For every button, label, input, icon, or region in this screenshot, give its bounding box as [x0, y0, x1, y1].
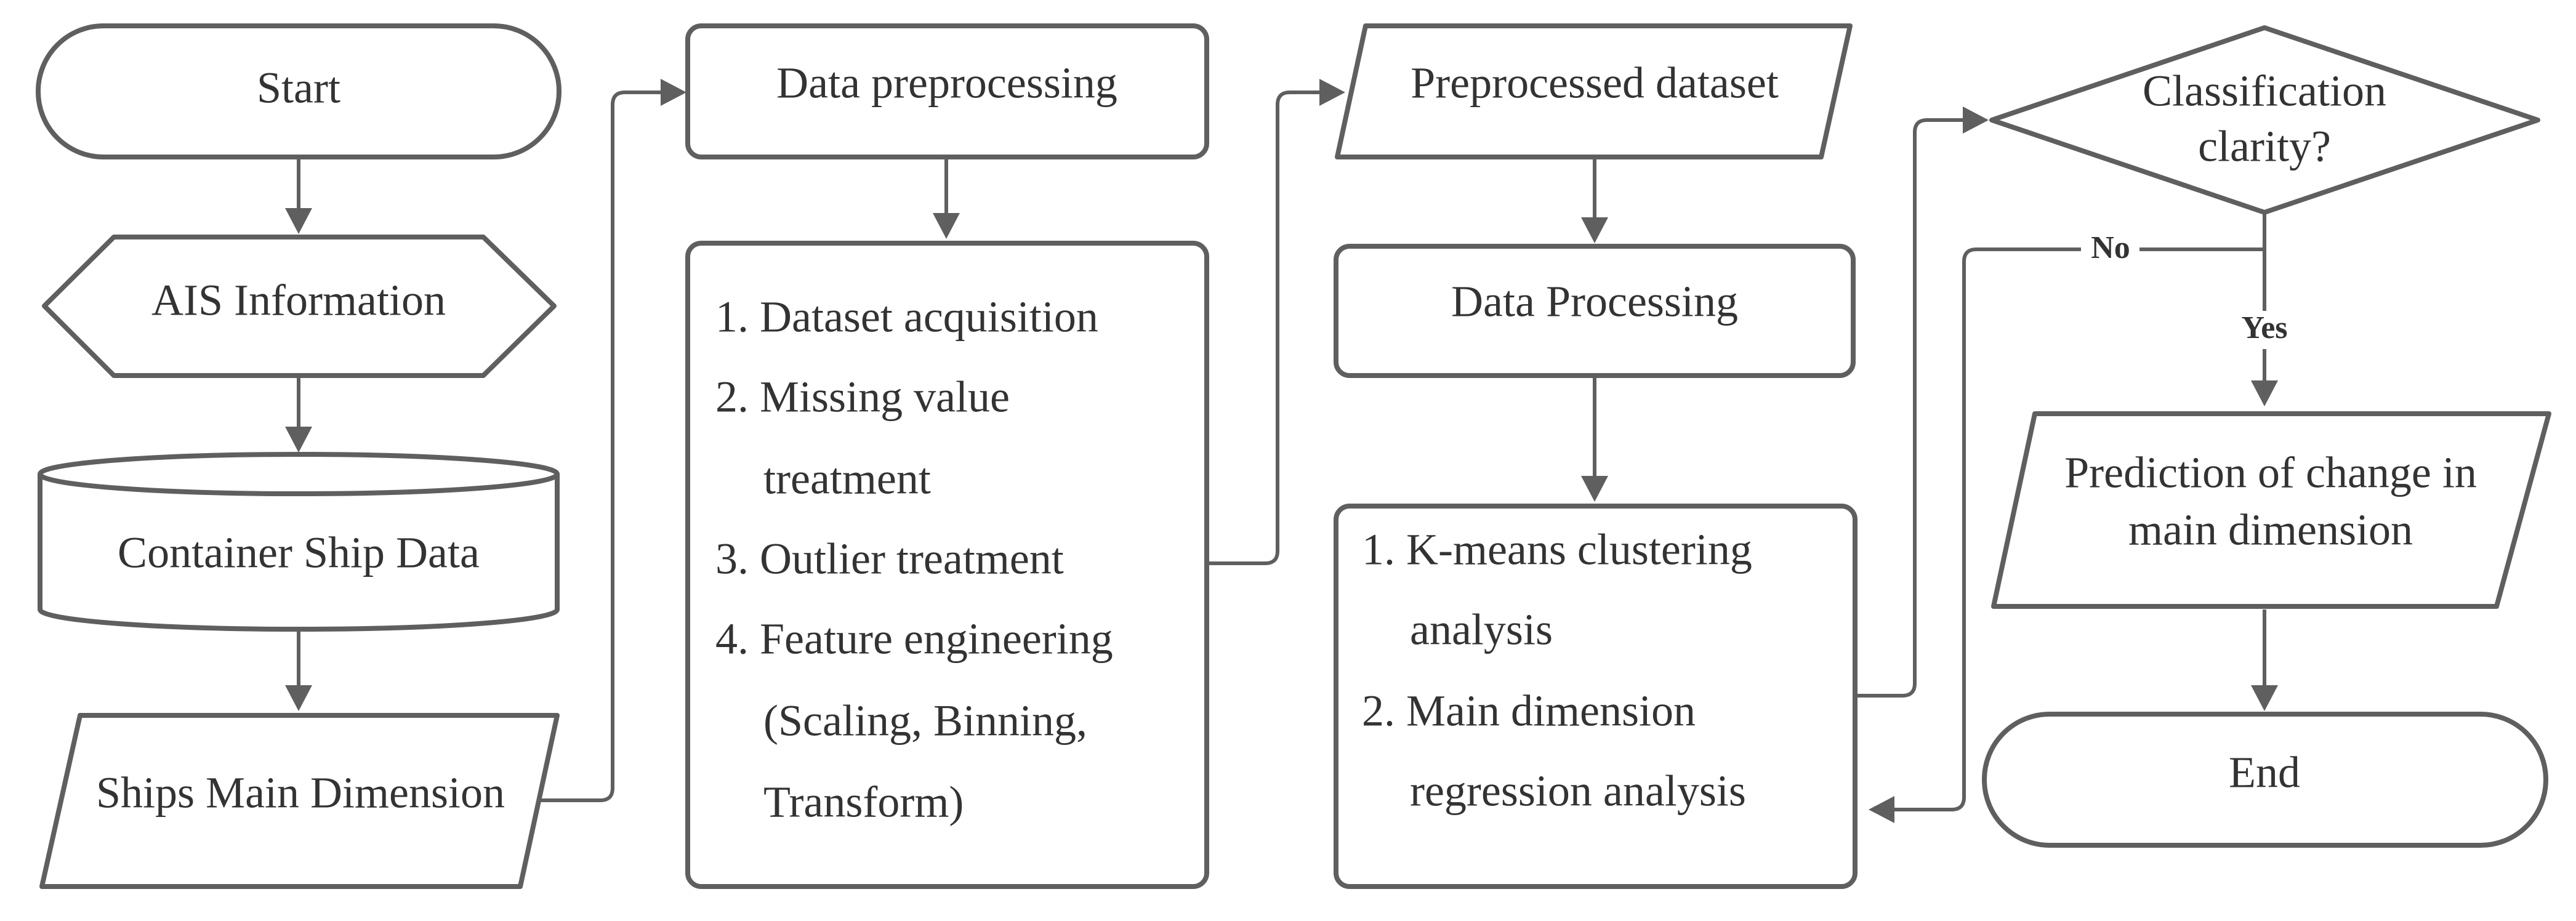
node-processing-label: Data Processing — [1451, 277, 1738, 326]
step-item-2-line-2: treatment — [763, 454, 931, 504]
connector-ships-to-preprocessing — [537, 90, 662, 802]
node-ships-label: Ships Main Dimension — [96, 768, 505, 818]
connectors — [285, 79, 2278, 823]
data-shape — [39, 713, 560, 889]
analysis-item-1-line-1: 1. K-means clustering — [1362, 525, 1752, 574]
prediction-label-line-2: main dimension — [2128, 505, 2413, 555]
node-end: End — [1982, 712, 2548, 848]
step-item-1: 1. Dataset acquisition — [715, 292, 1098, 342]
database-shape — [38, 452, 560, 632]
step-item-4-line-3: Transform) — [763, 778, 964, 827]
node-ais-label: AIS Information — [151, 276, 446, 325]
arrowhead-icon — [1869, 796, 1894, 823]
step-item-4-line-1: 4. Feature engineering — [715, 614, 1113, 664]
decision-label-line-2: clarity? — [2198, 122, 2331, 171]
edge-label-no: No — [2091, 230, 2130, 265]
arrowhead-icon — [1319, 79, 1345, 106]
node-data-processing: Data Processing — [1334, 244, 1856, 378]
decision-shape — [1989, 25, 2540, 215]
process-shape — [685, 241, 1209, 889]
connector-analysis-to-decision — [1855, 118, 1964, 698]
label-background — [2228, 311, 2301, 349]
database-rim — [38, 473, 560, 496]
node-preprocessed-dataset: Preprocessed dataset — [1335, 23, 1853, 159]
connector-steps-to-preprocessed — [1209, 90, 1321, 565]
analysis-item-2-line-2: regression analysis — [1410, 766, 1746, 816]
process-shape — [1334, 504, 1858, 889]
connector-decision-no-loop — [1893, 212, 2266, 811]
node-data-preprocessing: Data preprocessing — [685, 23, 1209, 159]
arrowhead-icon — [1581, 476, 1608, 502]
node-ais-information: AIS Information — [42, 235, 557, 378]
process-shape — [1334, 244, 1856, 378]
step-item-2-line-1: 2. Missing value — [715, 372, 1010, 422]
node-preprocessed-label: Preprocessed dataset — [1411, 58, 1779, 108]
preparation-shape — [42, 235, 557, 378]
arrowhead-icon — [933, 213, 960, 239]
arrowhead-icon — [1963, 107, 1989, 134]
arrowhead-icon — [661, 79, 686, 106]
data-shape — [1335, 23, 1853, 159]
analysis-item-2-line-1: 2. Main dimension — [1362, 686, 1696, 736]
node-prediction: Prediction of change in main dimension — [1991, 411, 2551, 609]
node-end-label: End — [2229, 748, 2300, 797]
node-analysis: 1. K-means clustering analysis 2. Main d… — [1334, 504, 1858, 889]
arrowhead-icon — [2251, 685, 2278, 711]
process-shape — [685, 23, 1209, 159]
label-background — [2081, 231, 2139, 269]
arrowhead-icon — [2251, 380, 2278, 406]
step-item-4-line-2: (Scaling, Binning, — [763, 696, 1087, 746]
node-classification-clarity: Classification clarity? — [1989, 25, 2540, 215]
decision-label-line-1: Classification — [2143, 66, 2386, 116]
arrowhead-icon — [285, 427, 312, 452]
prediction-label-line-1: Prediction of change in — [2064, 448, 2477, 497]
node-container-label: Container Ship Data — [118, 528, 480, 577]
node-start-label: Start — [257, 63, 340, 113]
node-start: Start — [36, 23, 561, 159]
arrowhead-icon — [285, 685, 312, 711]
arrowhead-icon — [285, 208, 312, 234]
node-container-ship-data: Container Ship Data — [38, 452, 560, 632]
node-ships-main-dimension: Ships Main Dimension — [39, 713, 560, 889]
edge-label-yes: Yes — [2241, 310, 2287, 345]
step-item-3: 3. Outlier treatment — [715, 534, 1064, 584]
data-shape — [1991, 411, 2551, 609]
terminator-shape — [1982, 712, 2548, 848]
arrowhead-icon — [1581, 217, 1608, 243]
edge-labels: No Yes — [2081, 230, 2301, 349]
terminator-shape — [36, 23, 561, 159]
analysis-item-1-line-2: analysis — [1410, 605, 1553, 654]
node-preprocessing-steps: 1. Dataset acquisition 2. Missing value … — [685, 241, 1209, 889]
node-preprocessing-label: Data preprocessing — [776, 58, 1117, 108]
